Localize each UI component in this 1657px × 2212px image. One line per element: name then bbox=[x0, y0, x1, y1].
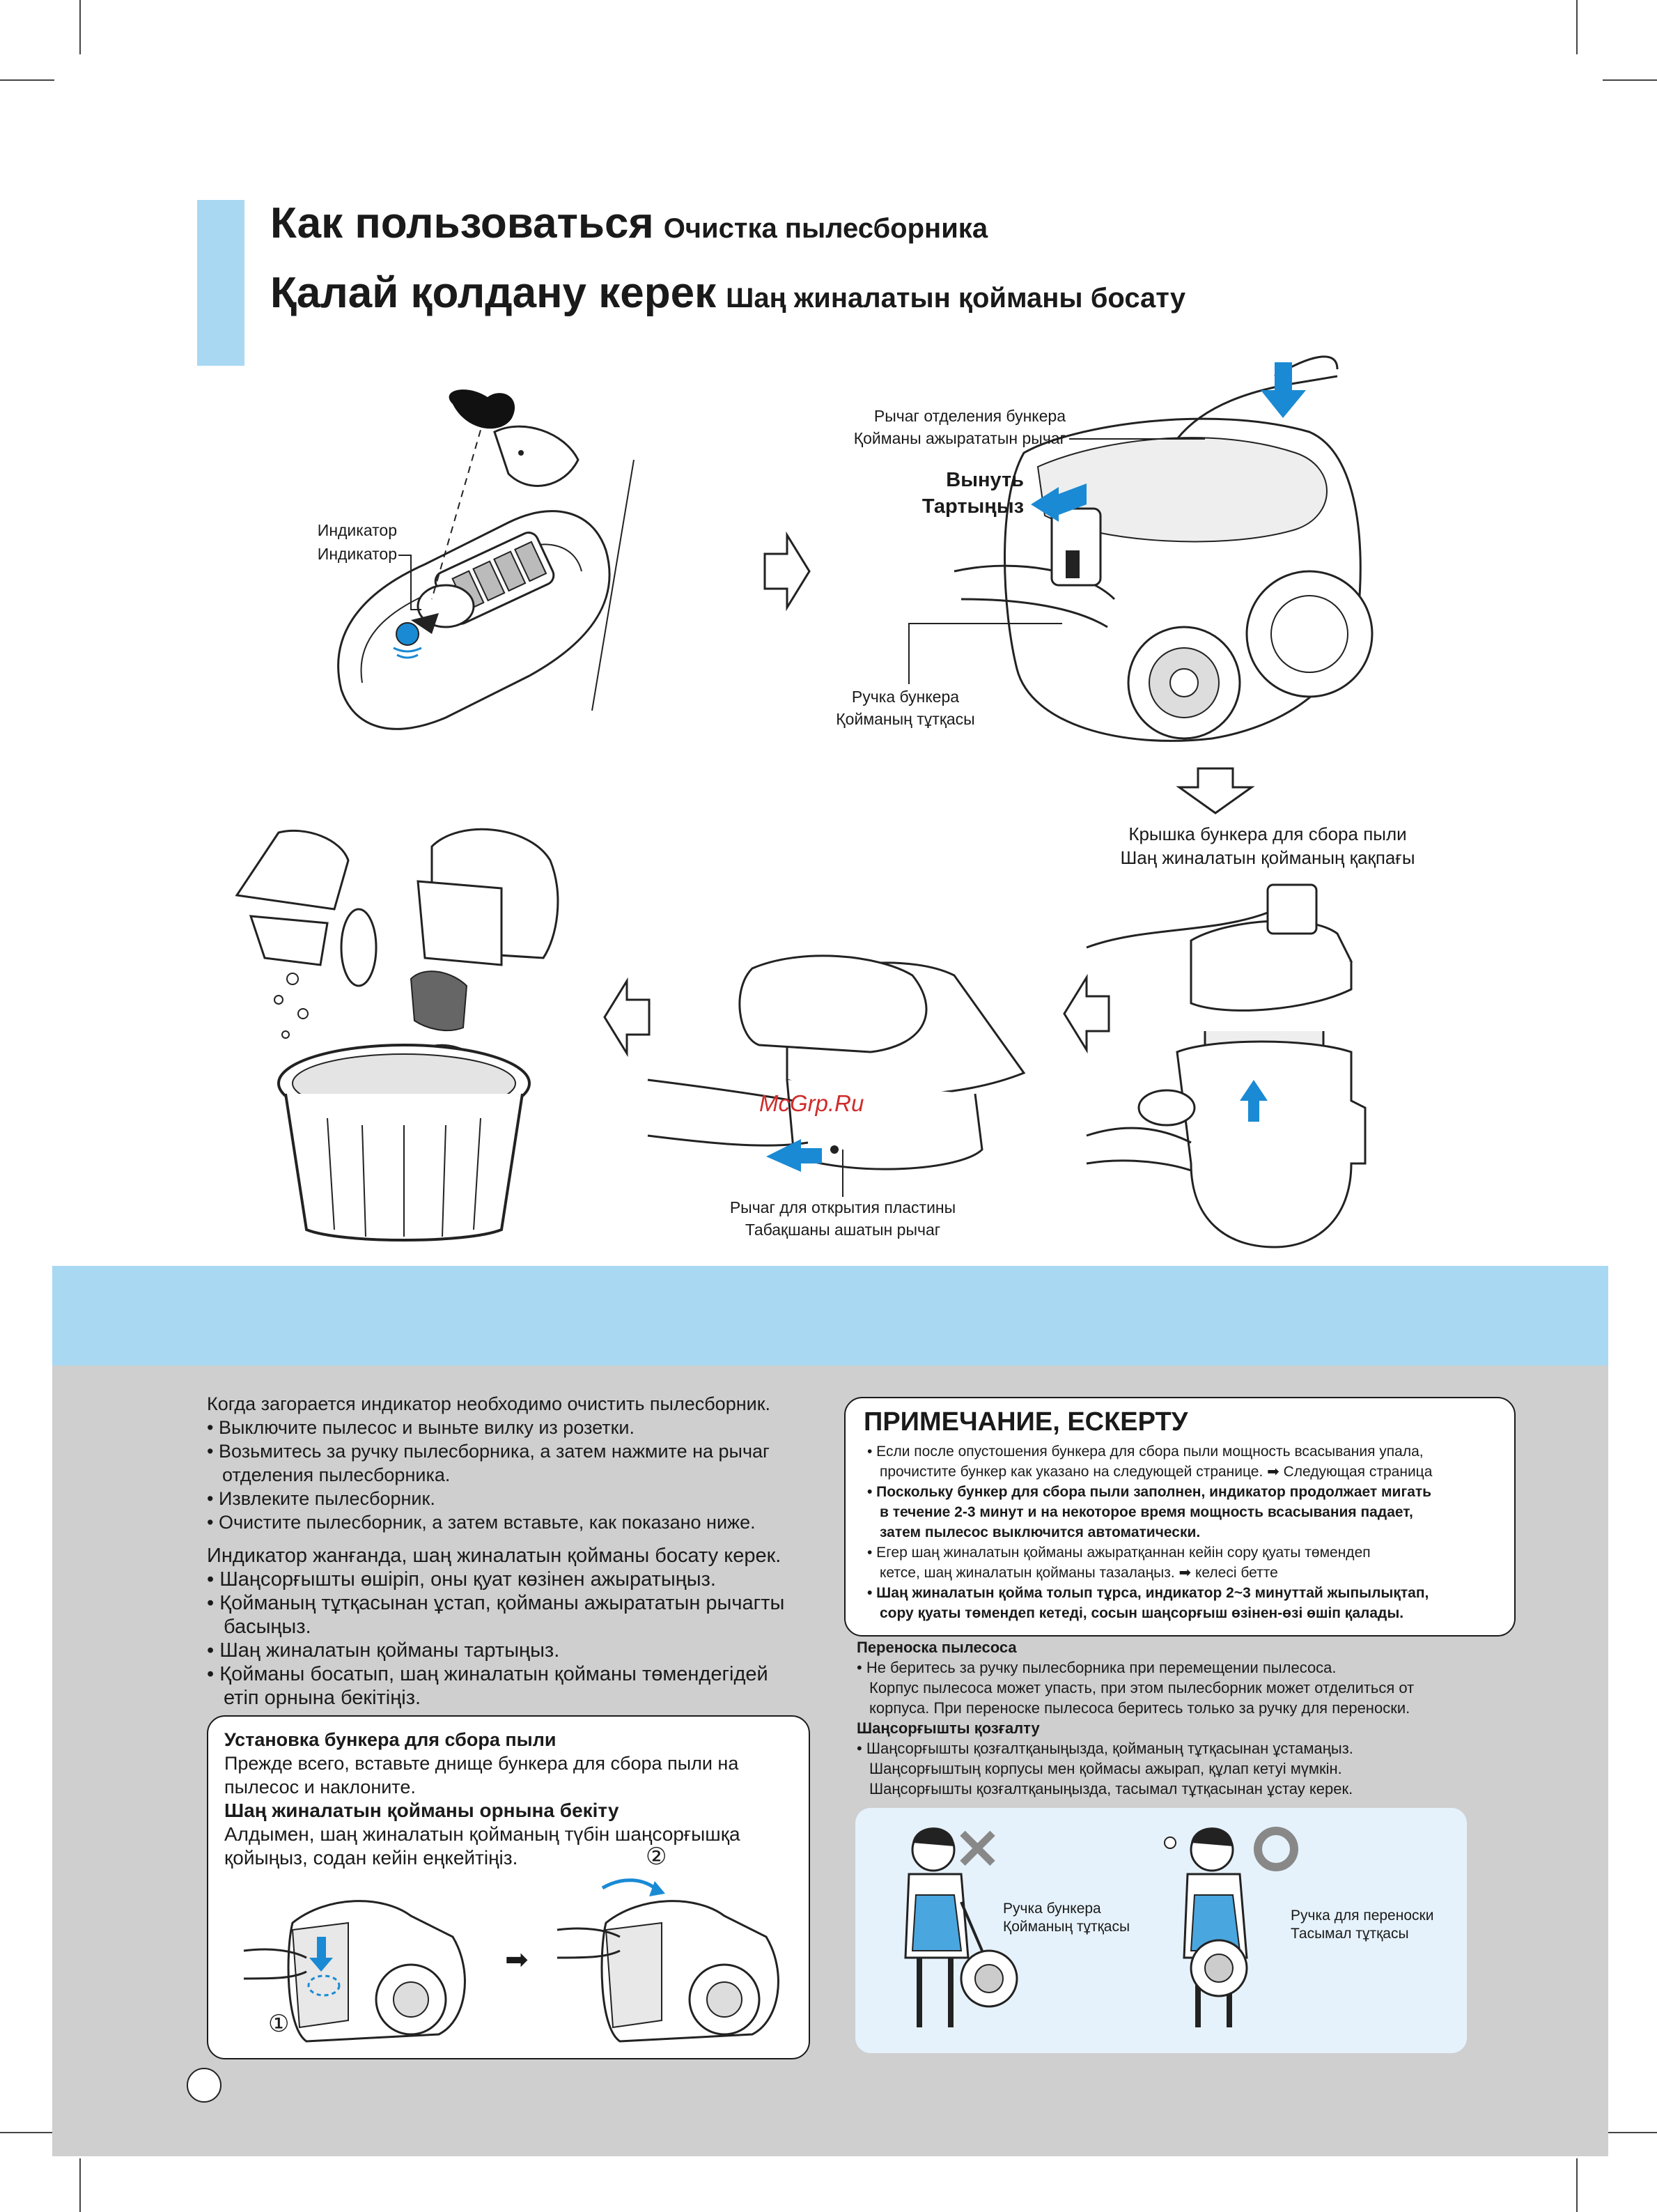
wrong-carry-illustration bbox=[904, 1827, 1018, 2027]
instructions-ru: Когда загорается индикатор необходимо оч… bbox=[207, 1392, 770, 1534]
note-line: • Шаң жиналатын қойма толып тұрса, индик… bbox=[867, 1585, 1429, 1601]
page-number-circle bbox=[187, 2068, 221, 2103]
crop-mark bbox=[1603, 79, 1657, 81]
pull-label-kz: Тартыңыз bbox=[921, 495, 1024, 518]
cover-label-kz: Шаң жиналатын қойманың қақпағы bbox=[1120, 847, 1415, 868]
indicator-label-kz: Индикатор bbox=[317, 545, 397, 563]
right-carry-illustration bbox=[1164, 1827, 1248, 2027]
plate-open-illustration bbox=[647, 954, 1026, 1172]
install-text-kz: Алдымен, шаң жиналатын қойманың түбін ша… bbox=[224, 1823, 740, 1845]
install-step1-illustration bbox=[243, 1900, 466, 2043]
instruction-item-cont: басыңыз. bbox=[224, 1616, 311, 1638]
note-line: в течение 2-3 минут и на некоторое время… bbox=[880, 1504, 1413, 1520]
indicator-label-ru: Индикатор bbox=[317, 521, 397, 539]
install-text-kz: қойыңыз, содан кейін еңкейтіңіз. bbox=[224, 1847, 518, 1869]
plate-lever-leader-line bbox=[842, 1150, 843, 1197]
crop-mark bbox=[1576, 0, 1578, 54]
instruction-item-cont: отделения пылесборника. bbox=[222, 1464, 451, 1485]
note-line: • Поскольку бункер для сбора пыли заполн… bbox=[867, 1484, 1432, 1500]
note-line: • Егер шаң жиналатын қойманы ажыратқанна… bbox=[867, 1545, 1371, 1561]
indicator-illustration bbox=[337, 389, 635, 730]
lever-label-kz: Қойманы ажырататын рычаг bbox=[853, 429, 1066, 447]
crop-mark bbox=[0, 79, 54, 81]
install-title-ru: Установка бункера для сбора пыли bbox=[224, 1729, 557, 1750]
note-line: • Если после опустошения бункера для сбо… bbox=[867, 1444, 1424, 1460]
indicator-leader-line bbox=[398, 555, 421, 610]
handle-label-kz: Қойманың тұтқасы bbox=[836, 710, 975, 728]
title-ru: Как пользоваться bbox=[270, 199, 654, 247]
carry-line: • Шаңсорғышты қозғалтқаныңызда, қойманың… bbox=[857, 1740, 1353, 1757]
empty-bin-illustration bbox=[235, 828, 559, 1242]
carry-text: Переноска пылесоса • Не беритесь за ручк… bbox=[857, 1637, 1414, 1799]
instructions-ru-intro: Когда загорается индикатор необходимо оч… bbox=[207, 1393, 771, 1414]
note-line: прочистите бункер как указано на следующ… bbox=[880, 1464, 1433, 1480]
section-band bbox=[52, 1266, 1608, 1366]
instruction-item-cont: етіп орнына бекітіңіз. bbox=[224, 1687, 421, 1709]
instruction-item: Возьмитесь за ручку пылесборника, а зате… bbox=[207, 1439, 770, 1463]
right-label-kz: Тасымал тұтқасы bbox=[1291, 1926, 1409, 1942]
instruction-item: Қойманы босатып, шаң жиналатын қойманы т… bbox=[207, 1662, 784, 1686]
note-text: • Если после опустошения бункера для сбо… bbox=[867, 1441, 1432, 1623]
note-box bbox=[844, 1397, 1516, 1637]
install-step1-mark: ① bbox=[268, 2011, 290, 2037]
crop-mark bbox=[79, 2158, 81, 2212]
install-text-ru: Прежде всего, вставьте днище бункера для… bbox=[224, 1753, 739, 1774]
title-kz: Қалай қолдану керек bbox=[270, 269, 717, 317]
carry-line: Корпус пылесоса может упасть, при этом п… bbox=[869, 1679, 1415, 1696]
plate-lever-label-ru: Рычаг для открытия пластины bbox=[729, 1198, 956, 1216]
note-line: затем пылесос выключится автоматически. bbox=[880, 1524, 1201, 1540]
install-arrow-icon: ➡ bbox=[505, 1944, 529, 1975]
install-text-ru: пылесос и наклоните. bbox=[224, 1777, 416, 1797]
watermark-text: McGrp.Ru bbox=[759, 1090, 864, 1116]
lever-label-ru: Рычаг отделения бункера bbox=[873, 407, 1066, 425]
note-title: ПРИМЕЧАНИЕ, ЕСКЕРТУ bbox=[864, 1407, 1188, 1437]
crop-mark bbox=[79, 0, 81, 54]
handle-label-ru: Ручка бункера bbox=[851, 688, 960, 706]
wrong-label-kz: Қойманың тұтқасы bbox=[1003, 1919, 1130, 1935]
note-line: кетсе, шаң жиналатын қойманы тазалаңыз. … bbox=[880, 1565, 1278, 1581]
carry-line: корпуса. При переноске пылесоса беритесь… bbox=[869, 1699, 1410, 1717]
subtitle-ru: Очистка пылесборника bbox=[663, 213, 988, 244]
carry-title-ru: Переноска пылесоса bbox=[857, 1639, 1017, 1656]
instruction-item: Извлеките пылесборник. bbox=[207, 1487, 770, 1510]
page-title-kz: Қалай қолдану керек Шаң жиналатын қойманы… bbox=[270, 268, 1185, 318]
arrow-right-icon bbox=[763, 531, 811, 612]
instruction-item: Выключите пылесос и выньте вилку из розе… bbox=[207, 1416, 770, 1439]
cover-separation-illustration bbox=[1086, 883, 1367, 1248]
crop-mark bbox=[1603, 2132, 1657, 2133]
handle-leader-line bbox=[908, 623, 1062, 684]
plate-lever-label-kz: Табақшаны ашатын рычаг bbox=[745, 1221, 941, 1239]
vacuum-lever-illustration bbox=[954, 355, 1374, 742]
carry-line: Шаңсорғышты қозғалтқаныңызда, тасымал тұ… bbox=[869, 1780, 1353, 1797]
instruction-item: Очистите пылесборник, а затем вставьте, … bbox=[207, 1510, 770, 1534]
install-step2-illustration bbox=[557, 1878, 779, 2043]
crop-mark bbox=[1576, 2158, 1578, 2212]
install-title-kz: Шаң жиналатын қойманы орнына бекіту bbox=[224, 1800, 619, 1821]
carry-line: • Не беритесь за ручку пылесборника при … bbox=[857, 1659, 1337, 1676]
instruction-item: Қойманың тұтқасынан ұстап, қойманы ажыра… bbox=[207, 1591, 784, 1615]
subtitle-kz: Шаң жиналатын қойманы босату bbox=[726, 283, 1186, 314]
title-accent-bar bbox=[197, 200, 244, 366]
carry-line: Шаңсорғыштың корпусы мен қоймасы ажырап,… bbox=[869, 1760, 1342, 1777]
arrow-left-icon bbox=[1063, 973, 1110, 1054]
arrow-down-icon bbox=[1176, 767, 1255, 814]
wrong-label-ru: Ручка бункера bbox=[1003, 1901, 1101, 1917]
instruction-item: Шаң жиналатын қойманы тартыңыз. bbox=[207, 1639, 784, 1662]
install-step2-mark: ② bbox=[646, 1843, 667, 1870]
lever-leader-line bbox=[1069, 438, 1205, 440]
cover-label-ru: Крышка бункера для сбора пыли bbox=[1128, 823, 1407, 844]
right-label-ru: Ручка для переноски bbox=[1291, 1908, 1434, 1924]
page-title-ru: Как пользоваться Очистка пылесборника bbox=[270, 199, 988, 248]
instructions-kz-intro: Индикатор жанғанда, шаң жиналатын қойман… bbox=[207, 1545, 781, 1567]
arrow-left-icon bbox=[603, 977, 651, 1058]
note-line: сору қуаты төмендеп кетеді, сосын шаңсор… bbox=[880, 1605, 1404, 1621]
pull-label-ru: Вынуть bbox=[946, 469, 1024, 491]
install-box-text: Установка бункера для сбора пыли Прежде … bbox=[224, 1728, 740, 1870]
wrong-mark-icon: ✕ bbox=[954, 1818, 1002, 1880]
right-mark-icon bbox=[1254, 1827, 1298, 1871]
crop-mark bbox=[0, 2132, 54, 2133]
instructions-kz: Индикатор жанғанда, шаң жиналатын қойман… bbox=[207, 1544, 784, 1710]
instruction-item: Шаңсорғышты өшіріп, оны қуат көзінен ажы… bbox=[207, 1568, 784, 1591]
carry-title-kz: Шаңсорғышты қозғалту bbox=[857, 1719, 1040, 1737]
